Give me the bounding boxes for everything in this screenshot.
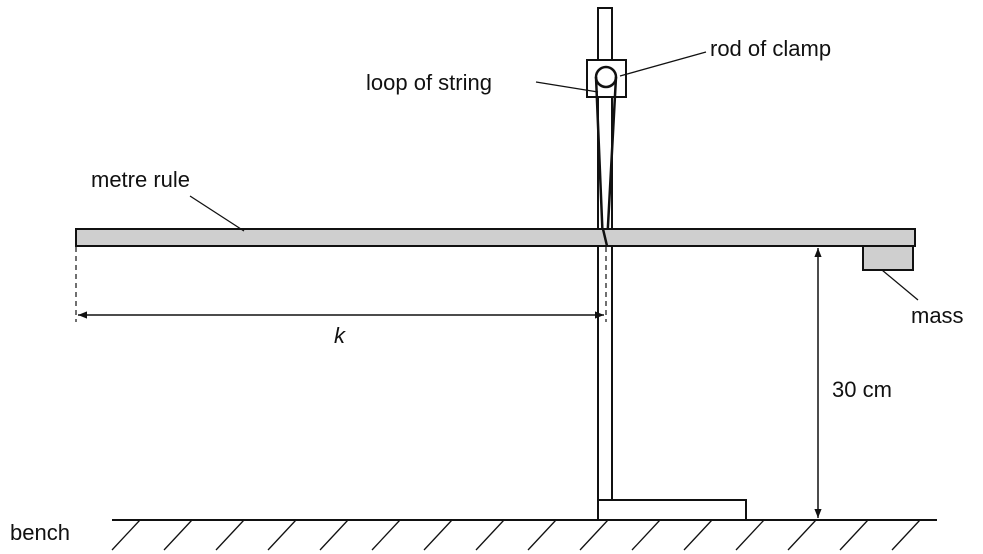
- string-on-rule: [601, 228, 609, 247]
- stand-rod: [597, 245, 613, 501]
- metre-rule: [75, 228, 916, 247]
- leader-metre-rule: [189, 195, 245, 232]
- label-metre-rule: metre rule: [91, 167, 190, 192]
- stand-base: [597, 499, 747, 521]
- bench-hatching: [111, 519, 921, 551]
- leader-loop-of-string: [535, 81, 599, 93]
- label-height: 30 cm: [832, 377, 892, 402]
- label-k: k: [334, 323, 346, 348]
- bench: [111, 519, 937, 551]
- label-loop-of-string: loop of string: [366, 70, 492, 95]
- leader-rod-of-clamp: [619, 51, 707, 77]
- label-mass: mass: [911, 303, 964, 328]
- leader-mass: [881, 269, 919, 301]
- label-bench: bench: [10, 520, 70, 545]
- label-rod-of-clamp: rod of clamp: [710, 36, 831, 61]
- mass-block: [862, 245, 914, 271]
- rod-of-clamp: [594, 65, 618, 89]
